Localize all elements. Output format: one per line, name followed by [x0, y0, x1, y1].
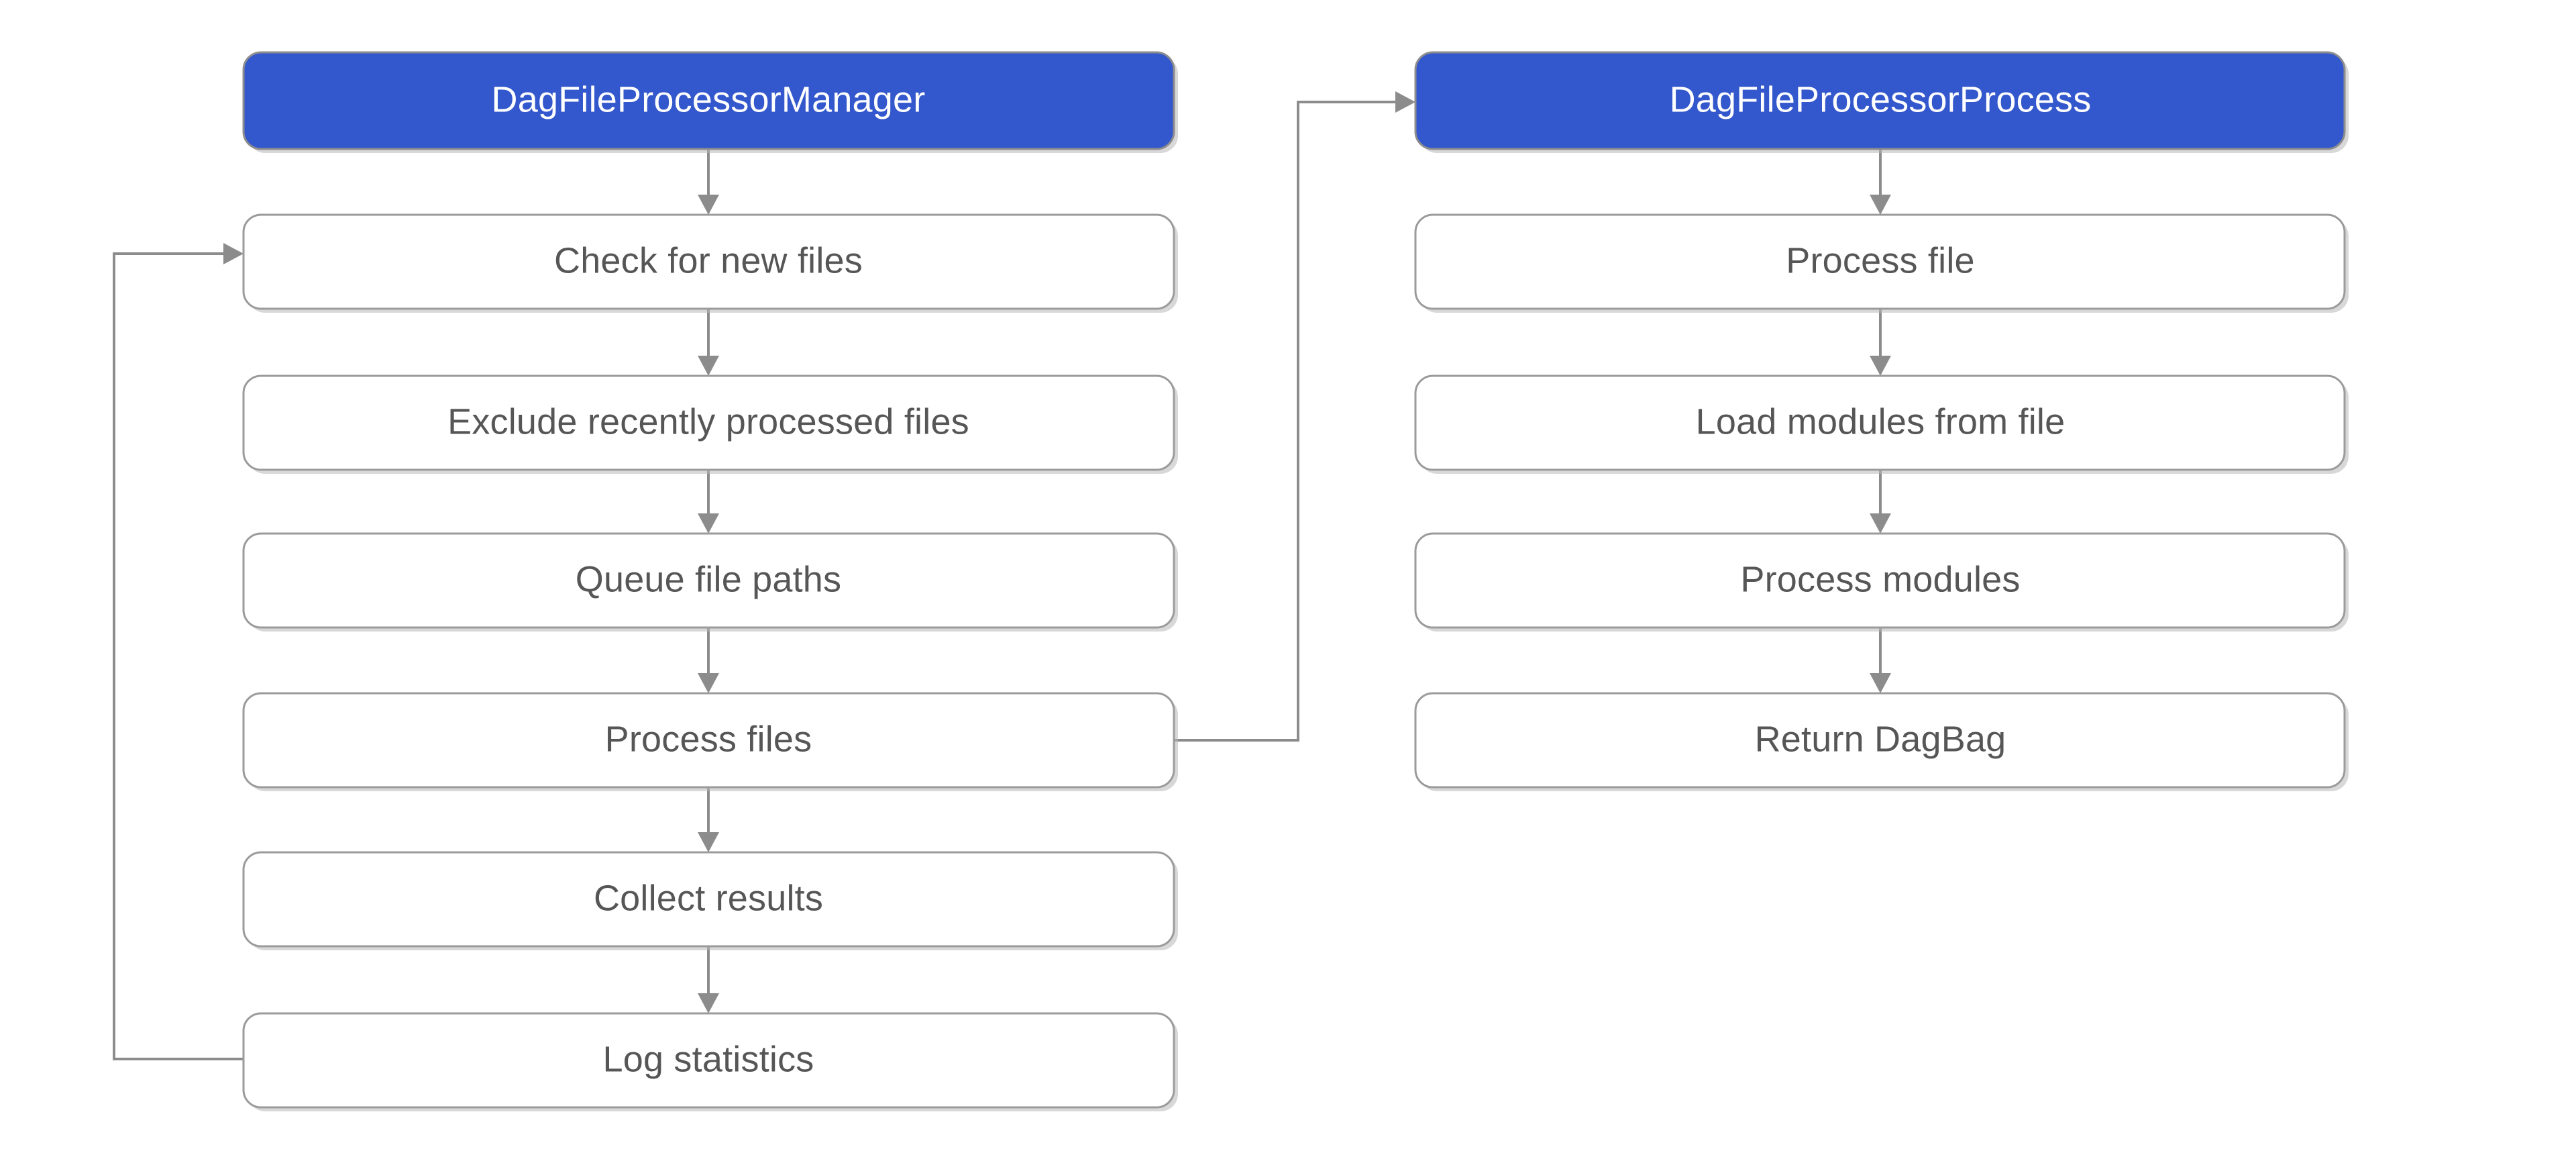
edge-layer — [113, 91, 1891, 1060]
node-rect — [1414, 374, 2346, 471]
node-label: Collect results — [594, 878, 823, 918]
node-process-files[interactable]: Process files — [242, 692, 1178, 791]
node-label: Process file — [1786, 240, 1975, 281]
edge-check-to-exclude — [698, 309, 719, 376]
edge-collect-to-log — [698, 946, 719, 1013]
node-queue-file-paths[interactable]: Queue file paths — [242, 532, 1178, 632]
node-check-for-new-files[interactable]: Check for new files — [242, 213, 1178, 313]
edge-processfiles-to-processorprocess — [1174, 91, 1415, 742]
edge-loadmodules-to-processmodules — [1870, 470, 1891, 534]
node-dagfileprocessormanager[interactable]: DagFileProcessorManager — [242, 51, 1178, 153]
node-rect — [242, 851, 1175, 948]
node-dagfileprocessorprocess[interactable]: DagFileProcessorProcess — [1414, 51, 2349, 153]
node-rect — [1414, 51, 2346, 150]
node-log-statistics[interactable]: Log statistics — [242, 1012, 1178, 1111]
node-process-file[interactable]: Process file — [1414, 213, 2349, 313]
node-label: Load modules from file — [1696, 401, 2065, 442]
left-column: DagFileProcessorManager Check for new fi… — [242, 51, 1178, 1111]
node-collect-results[interactable]: Collect results — [242, 851, 1178, 950]
node-label: Check for new files — [554, 240, 863, 281]
node-process-modules[interactable]: Process modules — [1414, 532, 2349, 632]
edge-exclude-to-queue — [698, 470, 719, 534]
node-load-modules-from-file[interactable]: Load modules from file — [1414, 374, 2349, 474]
node-rect — [242, 213, 1175, 310]
node-rect — [242, 692, 1175, 789]
node-label: DagFileProcessorProcess — [1670, 79, 2092, 119]
edge-queue-to-processfiles — [698, 627, 719, 693]
node-label: Log statistics — [603, 1039, 814, 1079]
edge-processfiles-to-collect — [698, 787, 719, 852]
node-rect — [242, 51, 1175, 150]
node-rect — [1414, 532, 2346, 629]
edge-processfile-to-loadmodules — [1870, 309, 1891, 376]
node-label: Process files — [605, 719, 812, 759]
node-exclude-recently-processed-files[interactable]: Exclude recently processed files — [242, 374, 1178, 474]
edge-processmodules-to-returndagbag — [1870, 627, 1891, 693]
edge-manager-to-check — [698, 149, 719, 215]
node-label: Return DagBag — [1755, 719, 2006, 759]
edge-log-to-check-feedback — [113, 243, 244, 1060]
node-label: Exclude recently processed files — [447, 401, 969, 442]
right-column: DagFileProcessorProcess Process file Loa… — [1414, 51, 2349, 791]
node-rect — [242, 374, 1175, 471]
node-rect — [1414, 213, 2346, 310]
node-label: Process modules — [1740, 559, 2020, 599]
node-rect — [1414, 692, 2346, 789]
node-label: Queue file paths — [576, 559, 841, 599]
edge-process-to-processfile — [1870, 149, 1891, 215]
node-return-dagbag[interactable]: Return DagBag — [1414, 692, 2349, 791]
node-label: DagFileProcessorManager — [492, 79, 926, 119]
node-rect — [242, 1012, 1175, 1109]
node-rect — [242, 532, 1175, 629]
